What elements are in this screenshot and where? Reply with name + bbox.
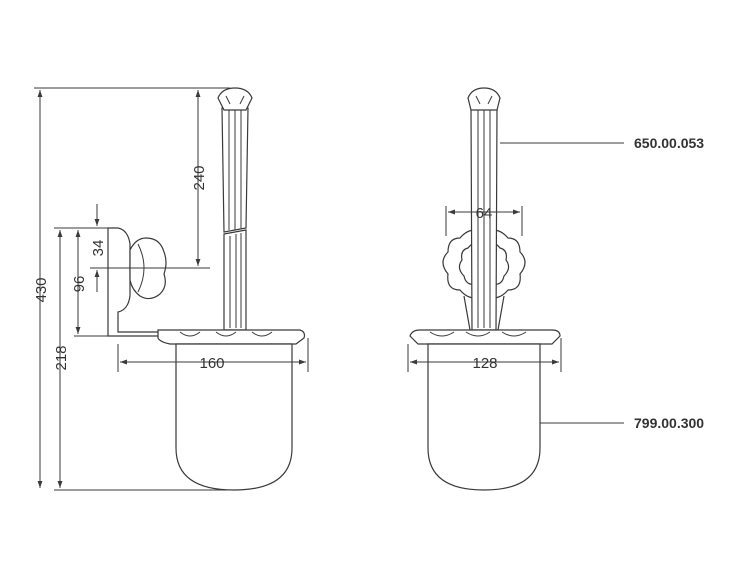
dimension-lines — [37, 90, 624, 488]
dim-knob-width: 64 — [476, 205, 493, 222]
extension-lines — [34, 87, 562, 491]
front-view — [409, 87, 561, 491]
front-bowl — [427, 343, 541, 491]
ref-bowl-part: 799.00.300 — [634, 415, 704, 431]
dim-brush-length: 240 — [191, 165, 208, 190]
dim-width-front: 128 — [472, 355, 497, 372]
dim-total-height: 430 — [33, 277, 50, 302]
dim-width-side: 160 — [199, 355, 224, 372]
dim-knob-size: 34 — [90, 240, 107, 257]
front-lid-plate — [409, 329, 561, 345]
side-wall-bracket — [107, 227, 161, 337]
side-view — [107, 87, 306, 491]
dim-mount-height: 96 — [71, 276, 88, 293]
side-handle-cap — [217, 87, 253, 111]
dim-bowl-height: 218 — [53, 345, 70, 370]
side-bowl — [175, 343, 293, 491]
front-handle-cap — [467, 87, 501, 111]
side-lid-plate — [157, 329, 306, 345]
ref-brush-part: 650.00.053 — [634, 135, 704, 151]
